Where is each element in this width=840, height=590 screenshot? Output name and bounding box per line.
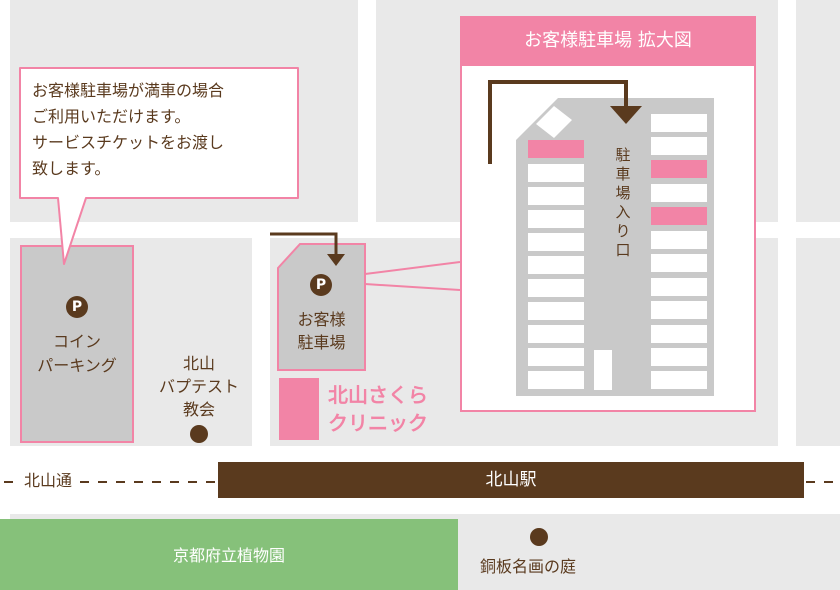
clinic-label-line1: 北山さくら (328, 383, 428, 407)
road-vertical-left (0, 0, 10, 590)
parking-slot (651, 325, 707, 343)
callout-line2: ご利用いただけます。 (32, 107, 191, 126)
parking-slot (528, 302, 584, 320)
botanical-garden (0, 519, 458, 590)
parking-slot (528, 256, 584, 274)
parking-slot (528, 233, 584, 251)
parking-slot-reserved (528, 140, 584, 158)
church-dot (190, 425, 208, 443)
road-vertical-middle (252, 238, 270, 463)
parking-slot (528, 371, 584, 389)
station-label: 北山駅 (485, 470, 537, 490)
callout-bubble (19, 67, 299, 265)
parking-slot (528, 348, 584, 366)
callout-line1: お客様駐車場が満車の場合 (32, 81, 225, 100)
street-label: 北山通 (24, 471, 73, 490)
street-dashes (4, 481, 840, 483)
landmark-label: 銅板名画の庭 (480, 557, 577, 576)
parking-icon: P (66, 296, 88, 318)
landmark-dot (530, 528, 548, 546)
coin-parking-label-line1: コイン (52, 332, 101, 351)
entrance-label: 駐車場入り口 (615, 146, 631, 259)
entrance-arrow (488, 80, 642, 164)
parking-slot-reserved (651, 207, 707, 225)
coin-parking-area[interactable] (20, 245, 134, 443)
parking-slot (651, 278, 707, 296)
zoom-title-bar (460, 16, 756, 66)
clinic-label-line2: クリニック (328, 411, 428, 435)
parking-slot (528, 164, 584, 182)
parking-slot (651, 254, 707, 272)
customer-parking-icon: P (310, 274, 332, 296)
parking-slot-reserved (651, 160, 707, 178)
road-vertical-right (778, 0, 796, 463)
customer-parking-label-line1: お客様 (297, 310, 346, 329)
church-label-line3: 教会 (182, 400, 215, 419)
callout-line3: サービスチケットをお渡し (32, 133, 225, 152)
parking-slot (651, 371, 707, 389)
parking-slot (651, 184, 707, 202)
customer-parking-label-line2: 駐車場 (297, 333, 346, 352)
parking-slot (528, 325, 584, 343)
clinic-marker (279, 378, 319, 440)
church-label-line2: バプテスト (158, 377, 239, 396)
church-label-line1: 北山 (182, 354, 215, 373)
garden-label: 京都府立植物園 (172, 546, 285, 565)
parking-slot (651, 348, 707, 366)
parking-slot (528, 279, 584, 297)
parking-slot (651, 137, 707, 155)
coin-parking-label-line2: パーキング (37, 356, 117, 375)
parking-slot (651, 114, 707, 132)
station-bar (218, 462, 804, 498)
road-vertical-upper (358, 0, 376, 222)
customer-parking-shape[interactable] (270, 228, 460, 374)
parking-slot (651, 231, 707, 249)
callout-line4: 致します。 (32, 159, 111, 178)
zoom-title: お客様駐車場 拡大図 (524, 30, 692, 51)
parking-booth (594, 350, 612, 390)
parking-slot (528, 210, 584, 228)
parking-slot (651, 301, 707, 319)
parking-slot (528, 187, 584, 205)
